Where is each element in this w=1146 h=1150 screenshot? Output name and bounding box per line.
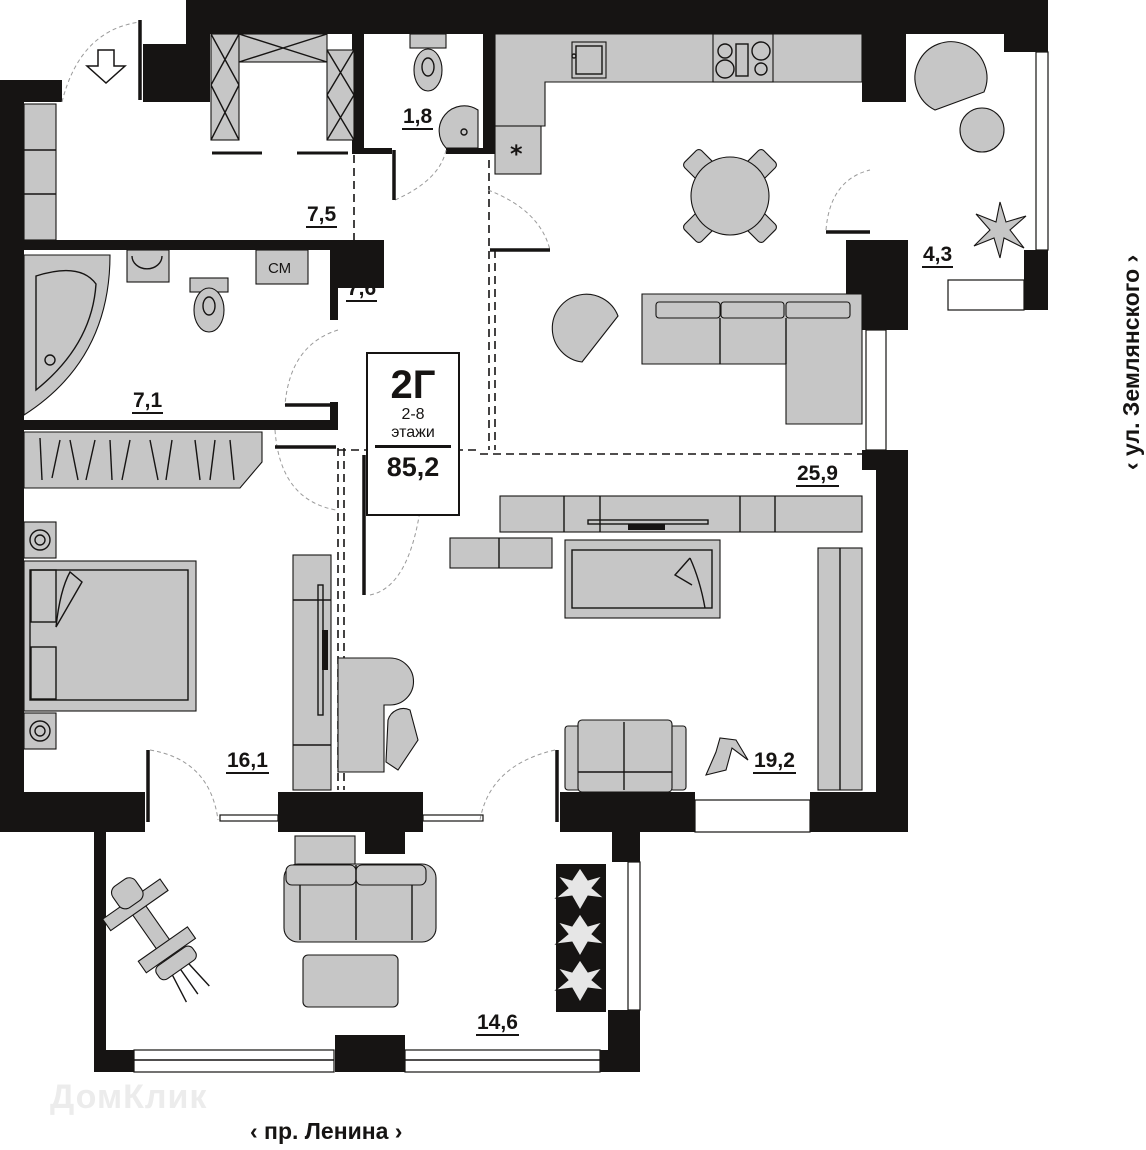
- kitchen: [494, 33, 863, 175]
- bedroom-furniture: [23, 431, 332, 791]
- total-area: 85,2: [386, 452, 440, 482]
- fridge-icon: *: [510, 140, 523, 168]
- area-label-loggia: 14,6: [476, 1011, 519, 1036]
- loggia-furniture: [101, 835, 606, 1012]
- divider: [375, 445, 451, 448]
- bathroom-fixtures: [23, 249, 309, 417]
- area-label-bedroom: 16,1: [226, 749, 269, 774]
- washing-machine-label: СМ: [268, 260, 291, 277]
- hall-wardrobe: [23, 33, 355, 241]
- watermark: ДомКлик: [50, 1078, 208, 1116]
- tv-unit: [499, 495, 863, 533]
- area-label-balcony: 4,3: [922, 243, 954, 268]
- entrance-arrow-icon: [85, 49, 127, 85]
- walls: [0, 0, 1048, 1072]
- apartment-info-box: 2Г 2-8 этажи 85,2: [366, 352, 460, 516]
- street-label-bottom: ‹ пр. Ленина ›: [250, 1118, 403, 1144]
- dining-table: [683, 149, 777, 243]
- wc-fixtures: [409, 33, 479, 149]
- floors-range: 2-8: [401, 406, 425, 423]
- doors: [61, 20, 871, 822]
- area-label-living-room: 19,2: [753, 749, 796, 774]
- street-label-right: ‹ ул. Землянского ›: [1118, 254, 1144, 470]
- area-label-hall: 7,5: [306, 203, 338, 228]
- floors-label: этажи: [391, 424, 435, 441]
- apartment-type: 2Г: [390, 363, 436, 407]
- area-label-corridor: 7,6: [346, 277, 378, 302]
- living-room-furniture: [337, 537, 863, 793]
- windows: [133, 51, 1049, 1073]
- balcony-furniture: [914, 41, 1027, 259]
- area-label-bathroom: 7,1: [132, 389, 164, 414]
- area-label-kitchen-living: 25,9: [796, 462, 839, 487]
- corner-sofa: [551, 293, 863, 425]
- area-label-wc: 1,8: [402, 105, 434, 130]
